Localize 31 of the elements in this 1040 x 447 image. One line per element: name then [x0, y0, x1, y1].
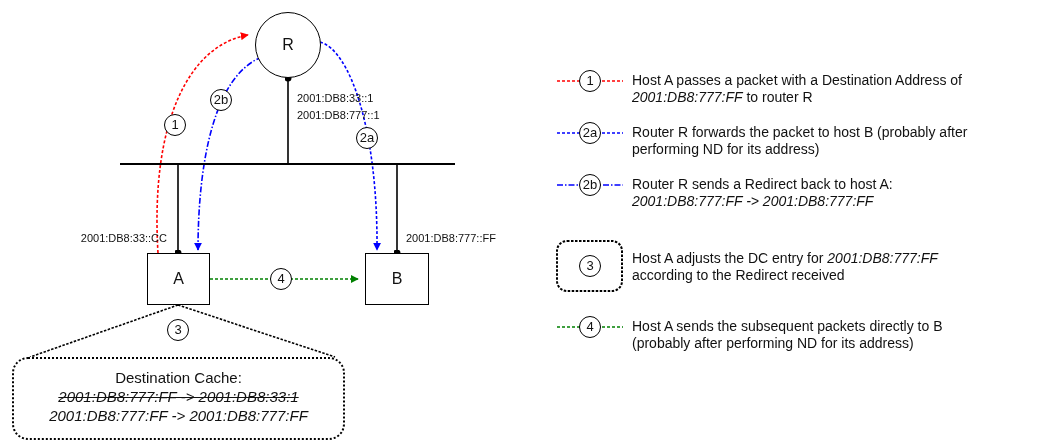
address-label: 2001:DB8:777::FF	[406, 232, 496, 244]
step-number: 3	[579, 255, 601, 277]
destination-cache-callout	[12, 357, 345, 440]
legend-text: Host A passes a packet with a Destination Address of 2001:DB8:777:FF to router R	[632, 72, 963, 106]
network-bus-line	[120, 163, 455, 165]
callout-heading: Destination Cache:	[114, 369, 243, 386]
legend-text: Router R sends a Redirect back to host A: 2001:DB8:777:FF -> 2001:DB8:777:FF	[632, 176, 894, 210]
step-number: 1	[164, 114, 186, 136]
step-number: 4	[579, 316, 601, 338]
legend-text: Router R forwards the packet to host B (probably after performing ND for its address)	[632, 124, 969, 158]
legend-text: Host A adjusts the DC entry for 2001:DB8:777:FF according to the Redirect received	[632, 250, 940, 284]
step-number: 2a	[579, 122, 601, 144]
dotted-arrow	[319, 41, 381, 251]
step-number: 4	[270, 268, 292, 290]
step-number: 2b	[210, 89, 232, 111]
callout-pointer-line	[29, 304, 336, 358]
legend-text: Host A sends the subsequent packets directly to B (probably after performing ND for its address)	[632, 318, 944, 352]
address-label: 2001:DB8:777::1	[297, 109, 380, 121]
dotted-arrow	[156, 33, 249, 254]
node-label: A	[172, 270, 185, 288]
step-number: 2a	[356, 127, 378, 149]
step-number: 2b	[579, 174, 601, 196]
step-number: 1	[579, 70, 601, 92]
node-label: R	[281, 36, 295, 54]
address-label: 2001:DB8:33::CC	[80, 232, 167, 244]
node-label: B	[390, 270, 404, 288]
step-number: 3	[167, 319, 189, 341]
dotted-arrow	[209, 275, 359, 283]
cache-entry: 2001:DB8:777:FF -> 2001:DB8:777:FF	[48, 407, 310, 424]
struck-cache-entry: 2001:DB8:777:FF -> 2001:DB8:33:1	[57, 388, 300, 405]
address-label: 2001:DB8:33::1	[297, 92, 374, 104]
